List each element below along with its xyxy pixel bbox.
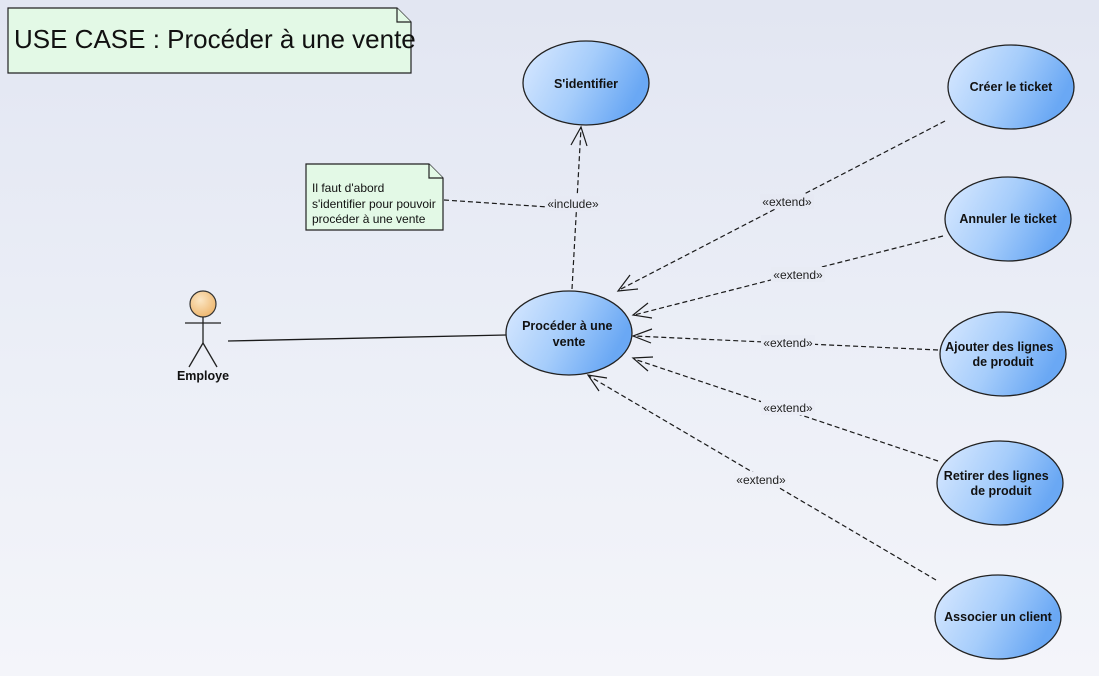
actor-employe[interactable]: Employe <box>177 290 229 383</box>
title-box: USE CASE : Procéder à une vente <box>7 7 416 74</box>
actor-head <box>189 290 217 318</box>
use-case-main[interactable]: Procéder à une vente <box>505 290 633 376</box>
use-case-create-ticket-label: Créer le ticket <box>970 80 1054 94</box>
extend-arrowhead-cancel <box>631 302 653 319</box>
extend-label-add: «extend» <box>763 336 813 350</box>
note: Il faut d'abord s'identifier pour pouvoi… <box>305 163 444 231</box>
use-case-main-label: Procéder à une vente <box>522 319 616 349</box>
note-link-line <box>443 199 549 208</box>
extend-label-create: «extend» <box>762 195 812 209</box>
use-case-create-ticket[interactable]: Créer le ticket <box>947 44 1075 130</box>
extend-arrowhead-create <box>616 274 639 292</box>
use-case-identify[interactable]: S'identifier <box>522 40 650 126</box>
use-case-add-lines[interactable]: Ajouter des lignes de produit <box>939 311 1067 397</box>
extend-arrowhead-add <box>631 328 653 344</box>
use-case-associate-client-label: Associer un client <box>944 610 1053 624</box>
extend-label-remove: «extend» <box>763 401 813 415</box>
diagram-title: USE CASE : Procéder à une vente <box>14 24 416 54</box>
relation-labels: «include» «extend» «extend» «extend» «ex… <box>546 194 825 487</box>
extend-arrowhead-remove <box>631 356 654 372</box>
use-case-add-lines-label: Ajouter des lignes de produit <box>945 340 1057 369</box>
actor-association-line <box>227 334 507 342</box>
use-case-remove-lines[interactable]: Retirer des lignes de produit <box>936 440 1064 526</box>
use-case-remove-lines-label: Retirer des lignes de produit <box>944 469 1052 498</box>
use-case-identify-label: S'identifier <box>554 77 618 91</box>
actor-label: Employe <box>177 369 229 383</box>
extend-line-cancel <box>633 235 944 316</box>
extend-line-create <box>618 120 946 291</box>
include-label: «include» <box>547 197 599 211</box>
use-case-associate-client[interactable]: Associer un client <box>934 574 1062 660</box>
use-case-cancel-ticket-label: Annuler le ticket <box>959 212 1057 226</box>
extend-arrowhead-client <box>586 374 608 392</box>
note-text: Il faut d'abord s'identifier pour pouvoi… <box>312 181 439 226</box>
extend-label-cancel: «extend» <box>773 268 823 282</box>
extend-label-client: «extend» <box>736 473 786 487</box>
include-arrowhead <box>570 125 588 147</box>
use-case-cancel-ticket[interactable]: Annuler le ticket <box>944 176 1072 262</box>
